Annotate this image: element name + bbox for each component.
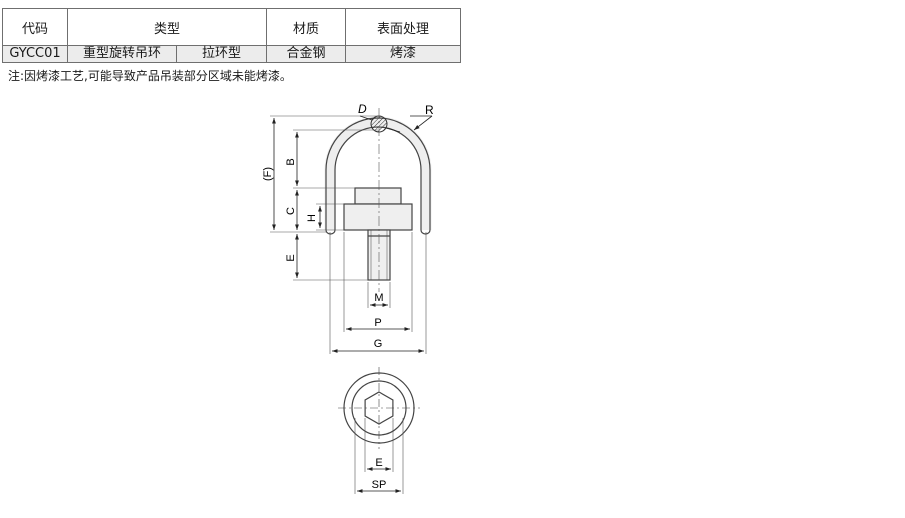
label-d: D bbox=[358, 102, 367, 116]
header-code: 代码 bbox=[2, 8, 68, 46]
cell-surface: 烤漆 bbox=[345, 45, 461, 63]
label-sp: SP bbox=[372, 479, 387, 491]
cell-type-sub: 拉环型 bbox=[176, 45, 267, 63]
table-row: GYCC01 重型旋转吊环 拉环型 合金钢 烤漆 bbox=[2, 45, 461, 63]
label-e-bottom: E bbox=[375, 457, 382, 469]
label-b: B bbox=[285, 158, 297, 165]
label-e-side: E bbox=[285, 254, 297, 261]
label-m: M bbox=[374, 292, 383, 304]
label-f: (F) bbox=[262, 167, 274, 181]
label-r: R bbox=[425, 103, 434, 117]
dimension-lines bbox=[272, 115, 433, 353]
bottom-dimension-lines bbox=[357, 467, 401, 493]
spec-table: 代码 类型 材质 表面处理 GYCC01 重型旋转吊环 拉环型 合金钢 烤漆 bbox=[2, 8, 461, 63]
cell-code: GYCC01 bbox=[2, 45, 68, 63]
label-p: P bbox=[374, 317, 381, 329]
bottom-view bbox=[338, 367, 420, 449]
bottom-extension-lines bbox=[354, 418, 404, 494]
header-surface: 表面处理 bbox=[345, 8, 461, 46]
note-text: 注:因烤漆工艺,可能导致产品吊装部分区域未能烤漆。 bbox=[8, 69, 292, 83]
cell-type-main: 重型旋转吊环 bbox=[67, 45, 177, 63]
label-c: C bbox=[285, 207, 297, 215]
extension-lines bbox=[270, 115, 427, 354]
label-g: G bbox=[374, 338, 383, 350]
cell-material: 合金钢 bbox=[266, 45, 346, 63]
table-header-row: 代码 类型 材质 表面处理 bbox=[2, 8, 461, 46]
label-h: H bbox=[306, 214, 318, 222]
ring-body bbox=[343, 187, 413, 281]
